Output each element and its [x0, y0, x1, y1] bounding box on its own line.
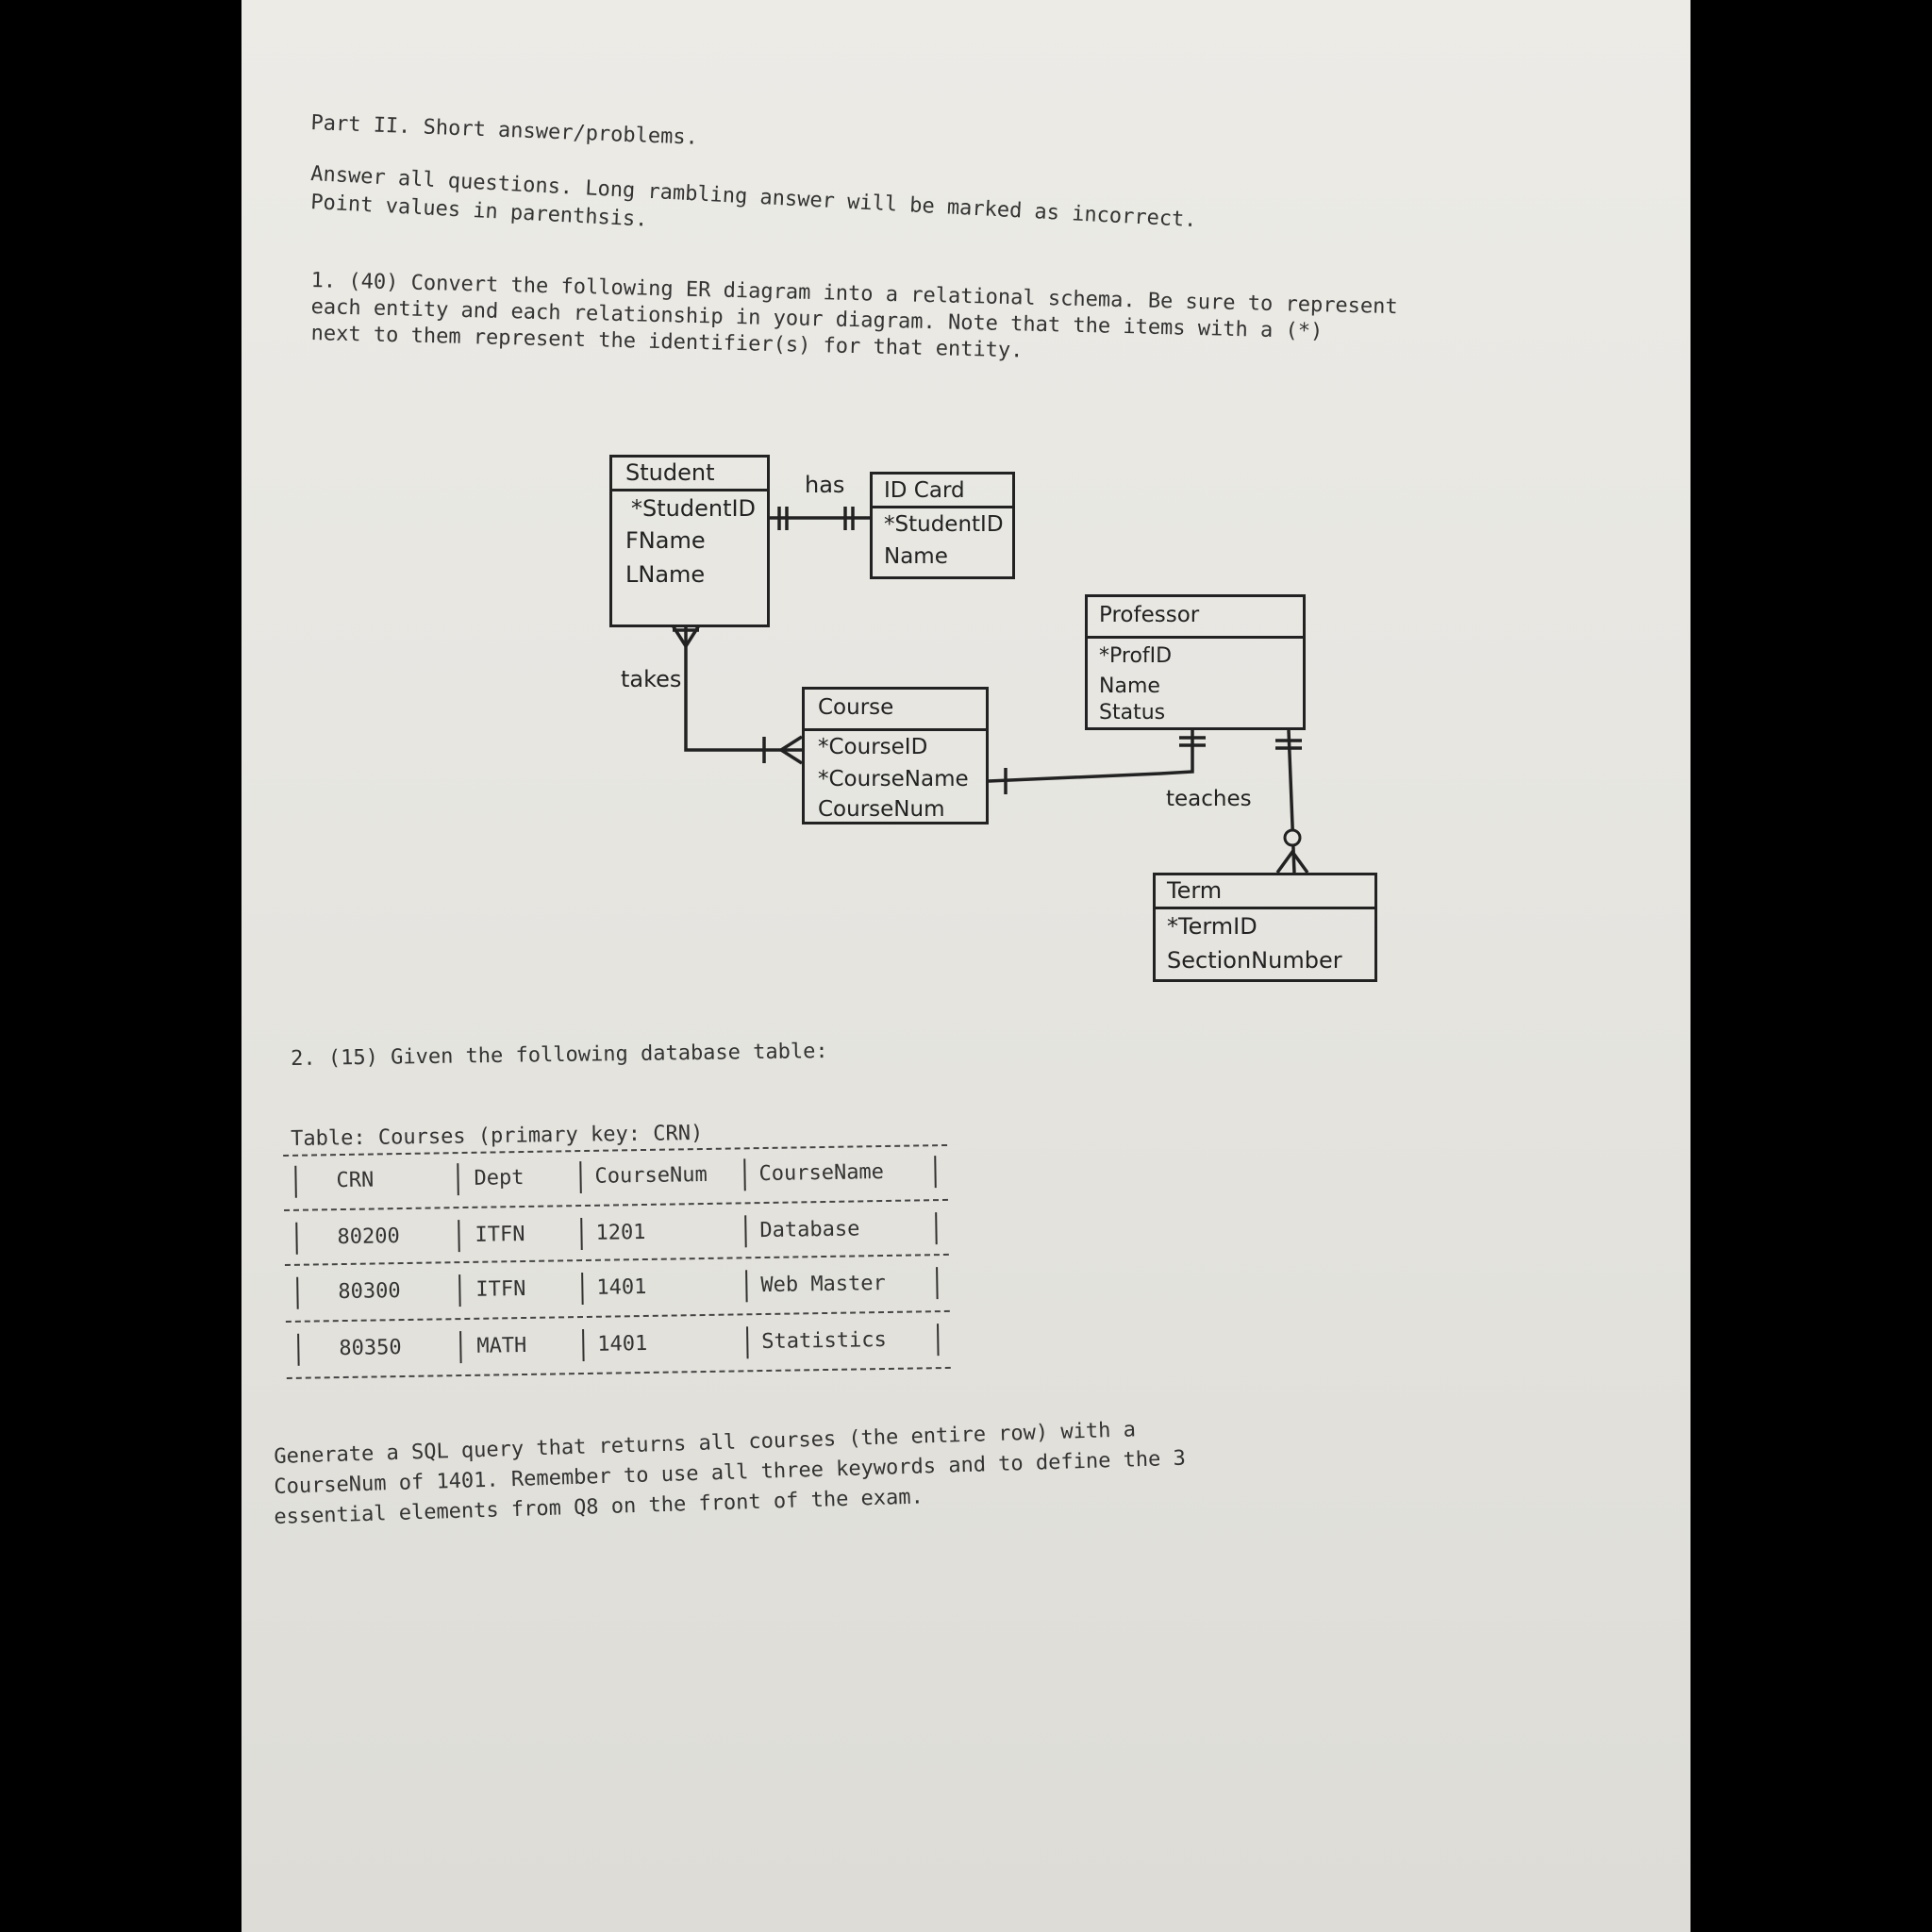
- table-cell: 80300: [338, 1279, 401, 1305]
- entity-professor-title: Professor: [1099, 603, 1200, 627]
- entity-student-attr: FName: [625, 527, 706, 554]
- table-cell: ITFN: [475, 1222, 525, 1247]
- entity-term-title: Term: [1167, 877, 1223, 904]
- entity-student-attr: LName: [625, 561, 706, 588]
- courses-table: CRN Dept CourseNum CourseName 80200 ITFN…: [283, 1137, 951, 1392]
- table-header-cell: CourseNum: [594, 1162, 708, 1189]
- relationship-teaches-label: teaches: [1166, 787, 1252, 811]
- entity-professor-attr: Status: [1099, 701, 1166, 724]
- table-cell: Web Master: [760, 1271, 886, 1298]
- entity-term-attr: *TermID: [1167, 913, 1257, 940]
- entity-professor: Professor *ProfID Name Status: [1085, 594, 1306, 730]
- table-cell: 1401: [597, 1331, 648, 1357]
- entity-course: Course *CourseID *CourseName CourseNum: [802, 687, 989, 824]
- table-cell: Database: [759, 1217, 860, 1243]
- entity-term-attr: SectionNumber: [1167, 947, 1342, 974]
- entity-idcard-title: ID Card: [884, 478, 965, 503]
- entity-course-attr: CourseNum: [818, 797, 945, 822]
- entity-professor-attr: *ProfID: [1099, 644, 1173, 668]
- entity-student-attr: *StudentID: [631, 495, 757, 522]
- entity-professor-attr: Name: [1099, 675, 1160, 698]
- entity-student-title: Student: [625, 459, 715, 486]
- table-cell: 80200: [337, 1224, 400, 1250]
- entity-course-attr: *CourseName: [818, 767, 969, 791]
- entity-course-title: Course: [818, 695, 894, 720]
- table-header-cell: CRN: [336, 1168, 375, 1193]
- entity-term: Term *TermID SectionNumber: [1153, 873, 1377, 982]
- table-cell: 1401: [596, 1274, 647, 1300]
- entity-idcard: ID Card *StudentID Name: [870, 472, 1015, 579]
- table-cell: ITFN: [475, 1276, 526, 1302]
- table-cell: 80350: [339, 1336, 402, 1361]
- exam-paper: [242, 0, 1690, 1932]
- relationship-has-label: has: [805, 472, 845, 498]
- table-cell: 1201: [595, 1220, 646, 1245]
- relationship-takes-label: takes: [621, 666, 682, 692]
- table-cell: Statistics: [761, 1327, 887, 1355]
- table-header-cell: Dept: [474, 1165, 525, 1191]
- entity-idcard-attr: *StudentID: [884, 512, 1004, 537]
- entity-student: Student *StudentID FName LName: [609, 455, 770, 627]
- table-header-cell: CourseName: [758, 1160, 885, 1187]
- entity-idcard-attr: Name: [884, 544, 948, 569]
- entity-course-attr: *CourseID: [818, 735, 928, 759]
- table-cell: MATH: [476, 1333, 527, 1358]
